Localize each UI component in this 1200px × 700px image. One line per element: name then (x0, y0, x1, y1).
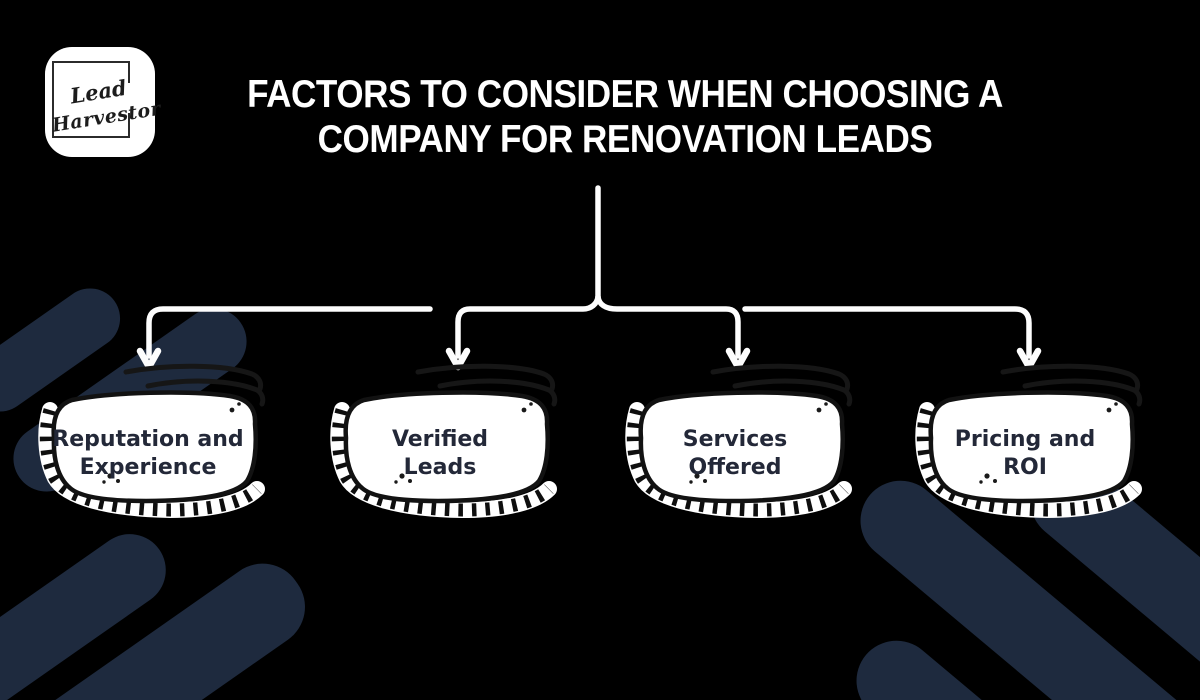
node-label: Verified Leads (391, 427, 489, 480)
branch-outer-left (146, 306, 433, 359)
node-reputation-and-experience: Reputation and Experience (28, 354, 268, 526)
node-verified-leads: Verified Leads (320, 354, 560, 526)
lead-harvestor-logo: Lead Harvestor (45, 47, 163, 157)
branch-center-right (595, 294, 741, 359)
page-title: FACTORS TO CONSIDER WHEN CHOOSING A COMP… (175, 72, 1075, 162)
node-services-offered: Services Offered (615, 354, 855, 526)
node-label: Services Offered (682, 427, 788, 480)
node-label: Pricing and ROI (954, 427, 1096, 480)
logo-square-frame (52, 61, 132, 138)
doodle-frame (625, 363, 853, 519)
node-label: Reputation and Experience (52, 427, 244, 480)
branch-center-left (455, 294, 601, 359)
title-line2: COMPANY FOR RENOVATION LEADS (317, 118, 933, 161)
doodle-frame (915, 363, 1143, 519)
branch-outer-right (742, 306, 1032, 359)
doodle-frame (330, 363, 558, 519)
title-line1: FACTORS TO CONSIDER WHEN CHOOSING A (247, 73, 1003, 116)
doodle-frame (38, 363, 266, 519)
node-pricing-and-roi: Pricing and ROI (905, 354, 1145, 526)
